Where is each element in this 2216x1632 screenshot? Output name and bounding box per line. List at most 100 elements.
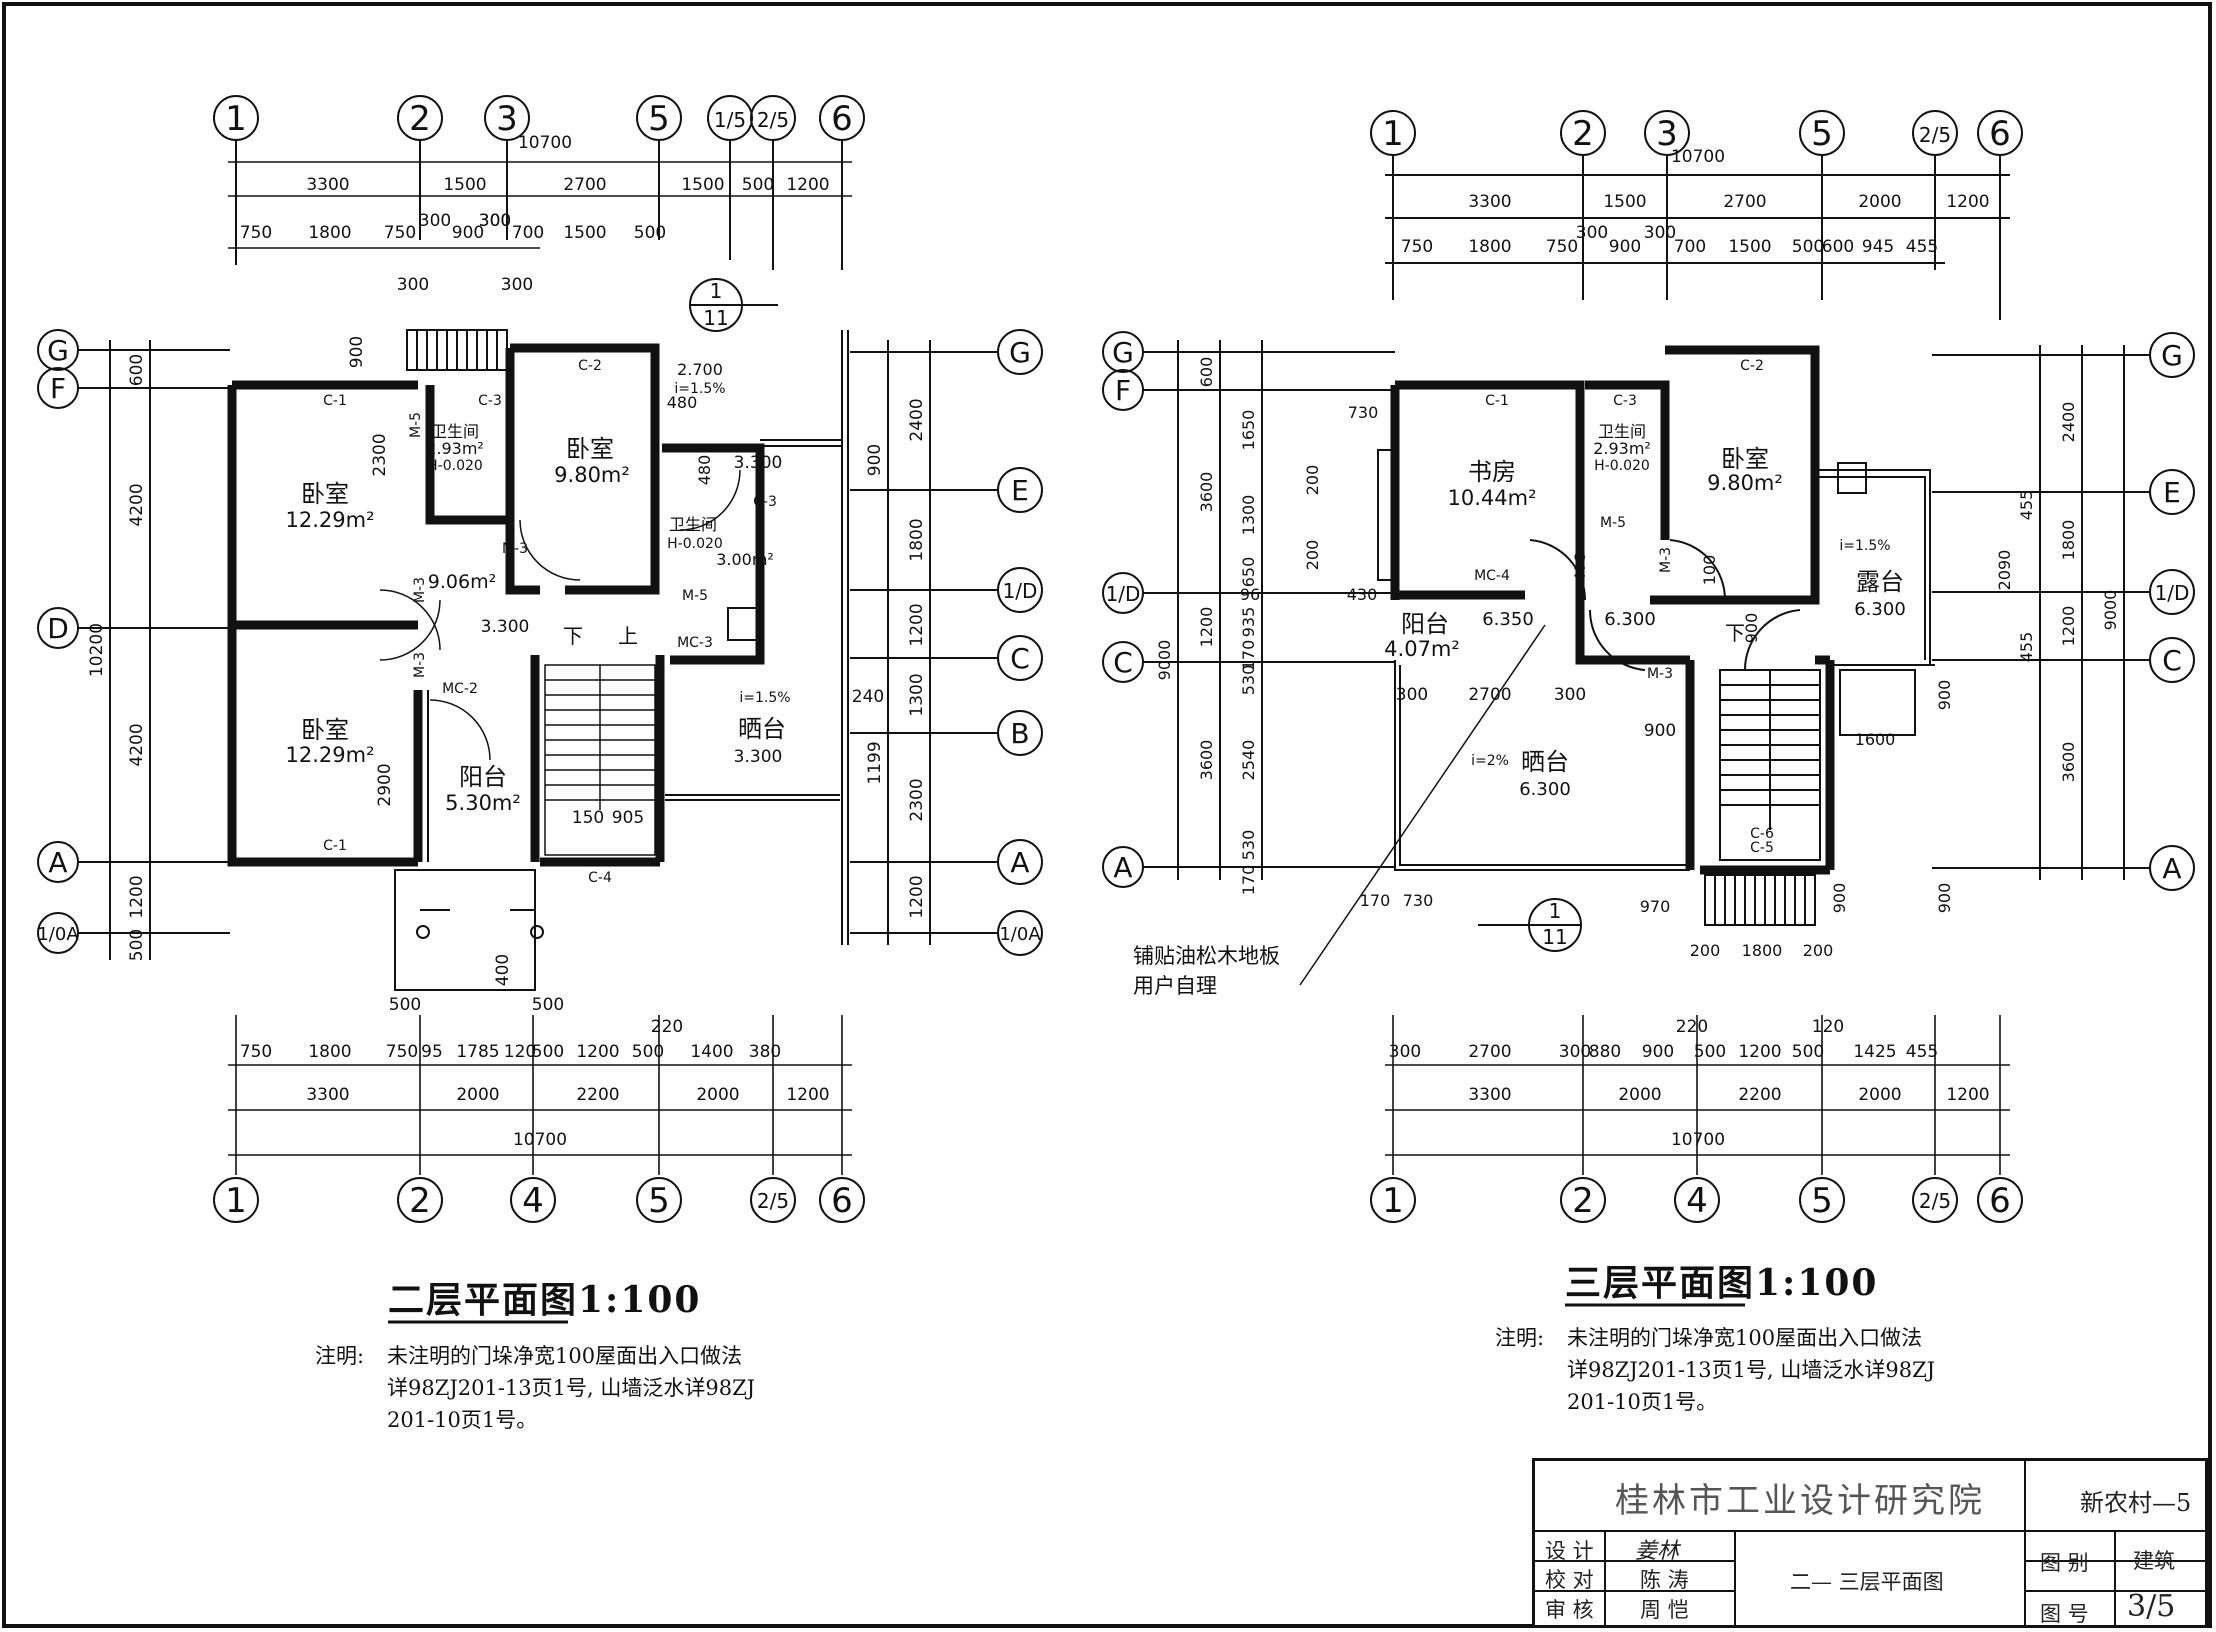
door-tag: M-3 bbox=[1573, 552, 1589, 578]
door-tag: M-3 bbox=[412, 577, 428, 603]
dim-text: 500 bbox=[1694, 1042, 1726, 1062]
dim-text: 120 bbox=[504, 1042, 536, 1062]
dim-text: 900 bbox=[1644, 721, 1676, 741]
grid-label: G bbox=[2161, 339, 2183, 372]
dim-text: 4200 bbox=[127, 483, 147, 526]
grid-label: 1/D bbox=[1106, 582, 1141, 606]
dim-total: 10700 bbox=[518, 133, 572, 153]
window-tag: C-2 bbox=[1740, 358, 1764, 374]
dim-text: 530 bbox=[1239, 830, 1258, 861]
grid-label: A bbox=[2162, 852, 2181, 885]
dim-text: 300 bbox=[1559, 1042, 1591, 1062]
room-name: 卧室 bbox=[1721, 445, 1769, 473]
grid-label: 6 bbox=[1989, 1181, 2011, 1221]
dim-text: 300 bbox=[419, 211, 451, 231]
dim-text: 500 bbox=[389, 995, 421, 1015]
dim-text: 750 bbox=[240, 223, 272, 243]
dim-text: 1800 bbox=[1468, 237, 1511, 257]
level-label: 2.700 bbox=[677, 360, 723, 379]
dim-text: 3300 bbox=[1468, 1085, 1511, 1105]
note-right: 注明: 未注明的门垛净宽100屋面出入口做法 详98ZJ201-13页1号, 山… bbox=[1495, 1322, 1935, 1418]
bottom-dimension-text-right: 300 2700 300 880 900 220 500 1200 500 12… bbox=[1389, 1017, 1990, 1150]
dim-text: 1200 bbox=[1197, 607, 1216, 648]
designer-signature: 姜林 bbox=[1635, 1539, 1680, 1564]
note-line: 未注明的门垛净宽100屋面出入口做法 bbox=[1567, 1326, 1923, 1350]
grid-label: 3 bbox=[496, 99, 518, 139]
callout-sheet: 11 bbox=[703, 306, 728, 330]
dim-text: 1800 bbox=[308, 223, 351, 243]
dim-text: 2900 bbox=[375, 763, 395, 806]
dim-text: 300 bbox=[1644, 223, 1676, 243]
annotation-labels-left: 9.06m² 3.300 3.300 2.700 i=1.5% i=1.5% H… bbox=[323, 358, 790, 886]
grid-label: F bbox=[1115, 374, 1131, 407]
dim-text: 96 bbox=[1240, 585, 1260, 604]
level-label: 3.300 bbox=[734, 453, 783, 473]
dim-text: 4200 bbox=[127, 723, 147, 766]
left-grid-labels-right-plan: G F 1/D C A bbox=[1106, 336, 1141, 884]
room-area: 9.80m² bbox=[554, 463, 630, 487]
dim-text: 900 bbox=[1830, 883, 1849, 914]
dim-text: 240 bbox=[852, 687, 884, 707]
dim-text: 1200 bbox=[907, 875, 927, 918]
grid-label: 1/D bbox=[2155, 581, 2190, 605]
right-dimension-text-left-plan: 2400 900 1800 1200 1300 240 1199 2300 12… bbox=[852, 398, 927, 918]
note-left: 注明: 未注明的门垛净宽100屋面出入口做法 详98ZJ201-13页1号, 山… bbox=[315, 1340, 755, 1436]
grid-label: 2/5 bbox=[1919, 123, 1951, 147]
note-label: 注明: bbox=[1495, 1326, 1545, 1350]
window-tag: C-5 bbox=[1750, 840, 1774, 856]
dim-text: 9000 bbox=[2101, 590, 2120, 631]
dim-text: 95 bbox=[421, 1042, 443, 1062]
room-name: 阳台 bbox=[459, 763, 507, 791]
door-tag: MC-3 bbox=[677, 635, 713, 651]
right-grid-labels-left-plan: G E 1/D C B A 1/0A bbox=[999, 336, 1041, 945]
dim-text: 530 bbox=[1239, 665, 1258, 696]
door-tag: M-5 bbox=[408, 412, 424, 438]
dim-text: 750 bbox=[386, 1042, 418, 1062]
slope-label: i=1.5% bbox=[674, 381, 725, 397]
grid-label: 6 bbox=[831, 99, 853, 139]
dim-text: 2300 bbox=[370, 433, 390, 476]
dim-text: 900 bbox=[865, 444, 885, 476]
checker-name: 陈 涛 bbox=[1640, 1568, 1689, 1592]
walls-left bbox=[227, 343, 765, 867]
dim-text: 300 bbox=[501, 275, 533, 295]
dim-text: 480 bbox=[695, 455, 714, 486]
dim-text: 1200 bbox=[786, 175, 829, 195]
third-floor-plan: 1 2 3 5 2/5 6 10700 3300 1500 2700 2000 … bbox=[1102, 110, 2195, 1307]
grid-label: A bbox=[1010, 846, 1029, 879]
dim-text: 3300 bbox=[306, 175, 349, 195]
level-label: H-0.020 bbox=[667, 536, 723, 552]
floor-note-leader bbox=[1299, 624, 1546, 986]
left-dimension-text-right-plan: 600 3600 1650 1300 650 96 935 170 530 12… bbox=[1155, 357, 1849, 960]
dim-text: 1785 bbox=[456, 1042, 499, 1062]
dim-text: 3600 bbox=[2059, 742, 2078, 783]
dim-text: 400 bbox=[493, 954, 513, 986]
dim-text: 2300 bbox=[907, 778, 927, 821]
grid-label: C bbox=[2162, 644, 2182, 677]
dim-text: 380 bbox=[749, 1042, 781, 1062]
dim-text: 900 bbox=[452, 223, 484, 243]
floor-note-line: 用户自理 bbox=[1133, 974, 1217, 998]
room-area: 6.300 bbox=[1519, 779, 1571, 800]
room-name: 卫生间 bbox=[669, 515, 717, 534]
room-name: 卫生间 bbox=[1598, 422, 1646, 441]
slope-label: i=1.5% bbox=[1839, 538, 1890, 554]
stair-down: 下 bbox=[563, 624, 583, 648]
walls-right bbox=[1390, 345, 1835, 875]
room-area: 2.93m² bbox=[1593, 439, 1651, 458]
dim-text: 1200 bbox=[1946, 1085, 1989, 1105]
room-name: 卧室 bbox=[301, 716, 349, 744]
section-callout-right: 1 11 bbox=[1478, 898, 1582, 952]
dim-text: 150 bbox=[572, 808, 604, 828]
category-label: 图 别 bbox=[2040, 1551, 2089, 1575]
room-area: 10.44m² bbox=[1448, 486, 1537, 510]
left-grid-rows bbox=[37, 329, 230, 960]
note-line: 未注明的门垛净宽100屋面出入口做法 bbox=[387, 1344, 743, 1368]
dim-text: 300 bbox=[479, 211, 511, 231]
callout-number: 1 bbox=[1549, 899, 1562, 923]
dim-text: 2000 bbox=[696, 1085, 739, 1105]
dim-text: 120 bbox=[1812, 1017, 1844, 1037]
window-tag: C-3 bbox=[1613, 393, 1637, 409]
dim-text: 170 bbox=[1360, 891, 1391, 910]
